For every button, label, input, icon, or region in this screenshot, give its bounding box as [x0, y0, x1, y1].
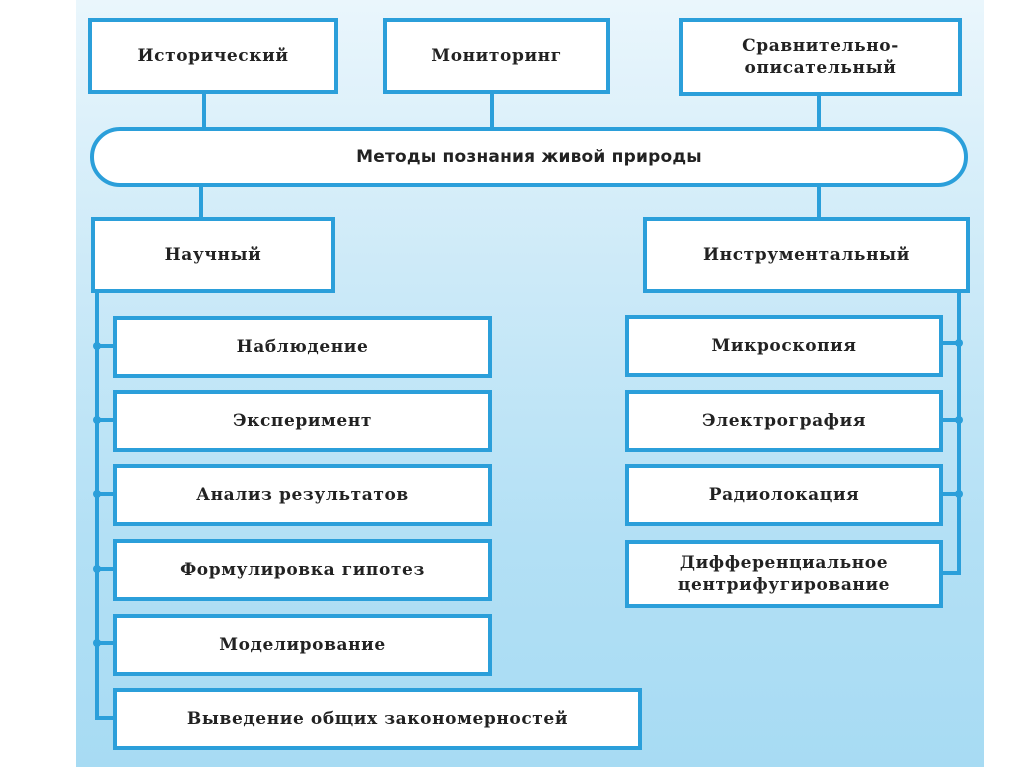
scientific-item-generalization: Выведение общих закономерностей [113, 688, 642, 750]
scientific-dot-5 [93, 639, 101, 647]
instrumental-item-electrography: Электрография [625, 390, 943, 452]
scientific-dot-2 [93, 416, 101, 424]
instrumental-item-microscopy: Микроскопия [625, 315, 943, 377]
monitoring-method-box: Мониторинг [383, 18, 610, 94]
instrumental-item-centrifugation: Дифференциальное центрифугирование [625, 540, 943, 608]
instrumental-dot-3 [955, 490, 963, 498]
scientific-item-hypotheses: Формулировка гипотез [113, 539, 492, 601]
scientific-dot-1 [93, 342, 101, 350]
instrumental-spine [940, 290, 961, 575]
comparative-method-box: Сравнительно- описательный [679, 18, 962, 96]
scientific-dot-4 [93, 565, 101, 573]
scientific-item-modeling: Моделирование [113, 614, 492, 676]
historical-method-box: Исторический [88, 18, 338, 94]
scientific-item-experiment: Эксперимент [113, 390, 492, 452]
instrumental-dot-1 [955, 339, 963, 347]
central-title: Методы познания живой природы [90, 127, 968, 187]
instrumental-dot-2 [955, 416, 963, 424]
instrumental-item-radiolocation: Радиолокация [625, 464, 943, 526]
instrumental-method-box: Инструментальный [643, 217, 970, 293]
scientific-spine [95, 290, 116, 720]
scientific-item-analysis: Анализ результатов [113, 464, 492, 526]
scientific-dot-3 [93, 490, 101, 498]
scientific-item-observation: Наблюдение [113, 316, 492, 378]
scientific-method-box: Научный [91, 217, 335, 293]
